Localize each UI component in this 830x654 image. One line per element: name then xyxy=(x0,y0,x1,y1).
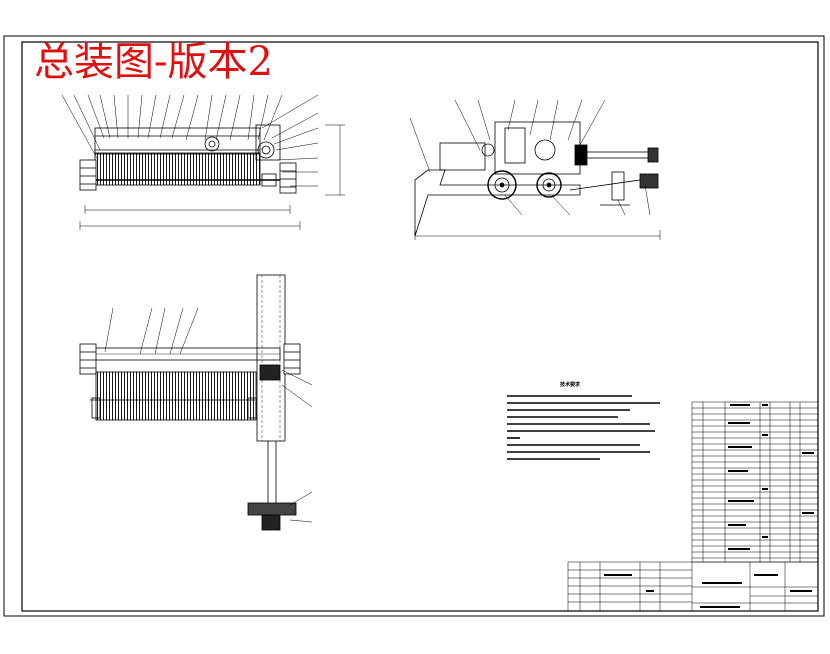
notes-heading: 技术要求 xyxy=(560,381,581,388)
gearbox xyxy=(255,124,281,161)
side-view xyxy=(409,99,661,240)
inner-frame xyxy=(21,41,819,612)
title-block xyxy=(567,561,819,612)
side-view-leaders xyxy=(409,99,651,216)
side-wheel-small xyxy=(536,172,562,198)
center-beam xyxy=(256,274,286,442)
pto-shaft xyxy=(584,151,656,159)
rotor-housing xyxy=(439,142,486,171)
top-tine-row xyxy=(95,371,257,421)
left-wheel xyxy=(79,159,97,191)
right-wheel xyxy=(279,162,297,194)
front-view xyxy=(61,94,345,230)
sheet-title: 总装图-版本2 xyxy=(34,39,273,85)
pto-coupling xyxy=(247,502,297,516)
drive-gear xyxy=(204,136,220,152)
side-wheel-large xyxy=(487,170,517,200)
front-view-leaders xyxy=(61,94,319,187)
parts-list xyxy=(691,401,819,563)
top-view xyxy=(79,274,313,531)
technical-notes: 技术要求 xyxy=(507,381,660,460)
parts-list-rows xyxy=(692,407,818,559)
outer-frame xyxy=(3,35,825,617)
hitch-frame xyxy=(414,169,581,237)
top-view-leaders xyxy=(104,307,313,523)
